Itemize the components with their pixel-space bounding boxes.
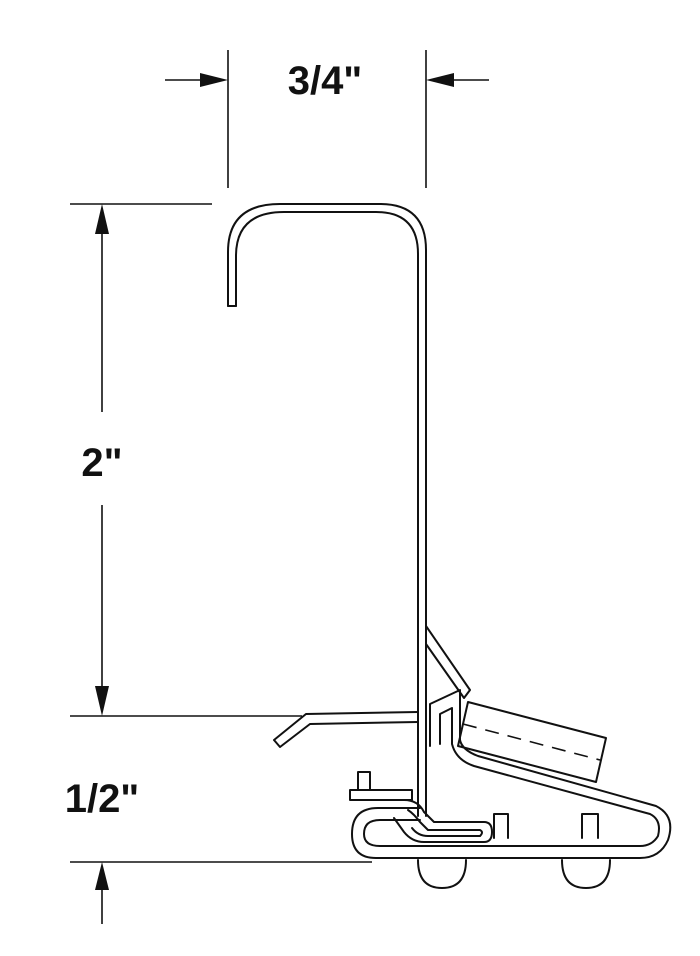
hook-outer-edge [227, 203, 427, 817]
base-arm-inner [363, 707, 660, 847]
base-arm-outer [351, 689, 672, 859]
tab-right [581, 813, 599, 839]
feet [417, 859, 611, 889]
base-arm [351, 689, 672, 859]
hook-inner-edge [235, 211, 419, 817]
base-label: 1/2" [65, 777, 140, 821]
clip-loop-inner [407, 809, 483, 837]
strut [425, 625, 471, 699]
height-arrow-top [95, 204, 109, 234]
foot-right [561, 859, 611, 889]
base-tabs [493, 813, 599, 839]
strut-outline [425, 625, 471, 699]
width-label: 3/4" [288, 59, 363, 103]
clip-loop-outer [371, 799, 493, 843]
hook-profile [227, 203, 427, 817]
ledge-outline [273, 711, 419, 748]
base-dimension: 1/2" [65, 777, 372, 924]
height-arrow-bottom [95, 686, 109, 716]
width-dimension: 3/4" [165, 50, 489, 188]
base-arrow-bottom [95, 862, 109, 890]
ledge [273, 711, 419, 748]
width-arrow-left [200, 73, 228, 87]
block-outline [457, 701, 607, 783]
clip [349, 771, 493, 843]
tilted-block [457, 701, 607, 783]
height-dimension: 2" [70, 203, 302, 717]
tab-left [493, 813, 509, 839]
clip-plate [349, 789, 413, 801]
foot-left [417, 859, 467, 889]
clip-post [357, 771, 371, 791]
width-arrow-right [426, 73, 454, 87]
block-centerline [462, 723, 601, 761]
height-label: 2" [81, 441, 122, 485]
